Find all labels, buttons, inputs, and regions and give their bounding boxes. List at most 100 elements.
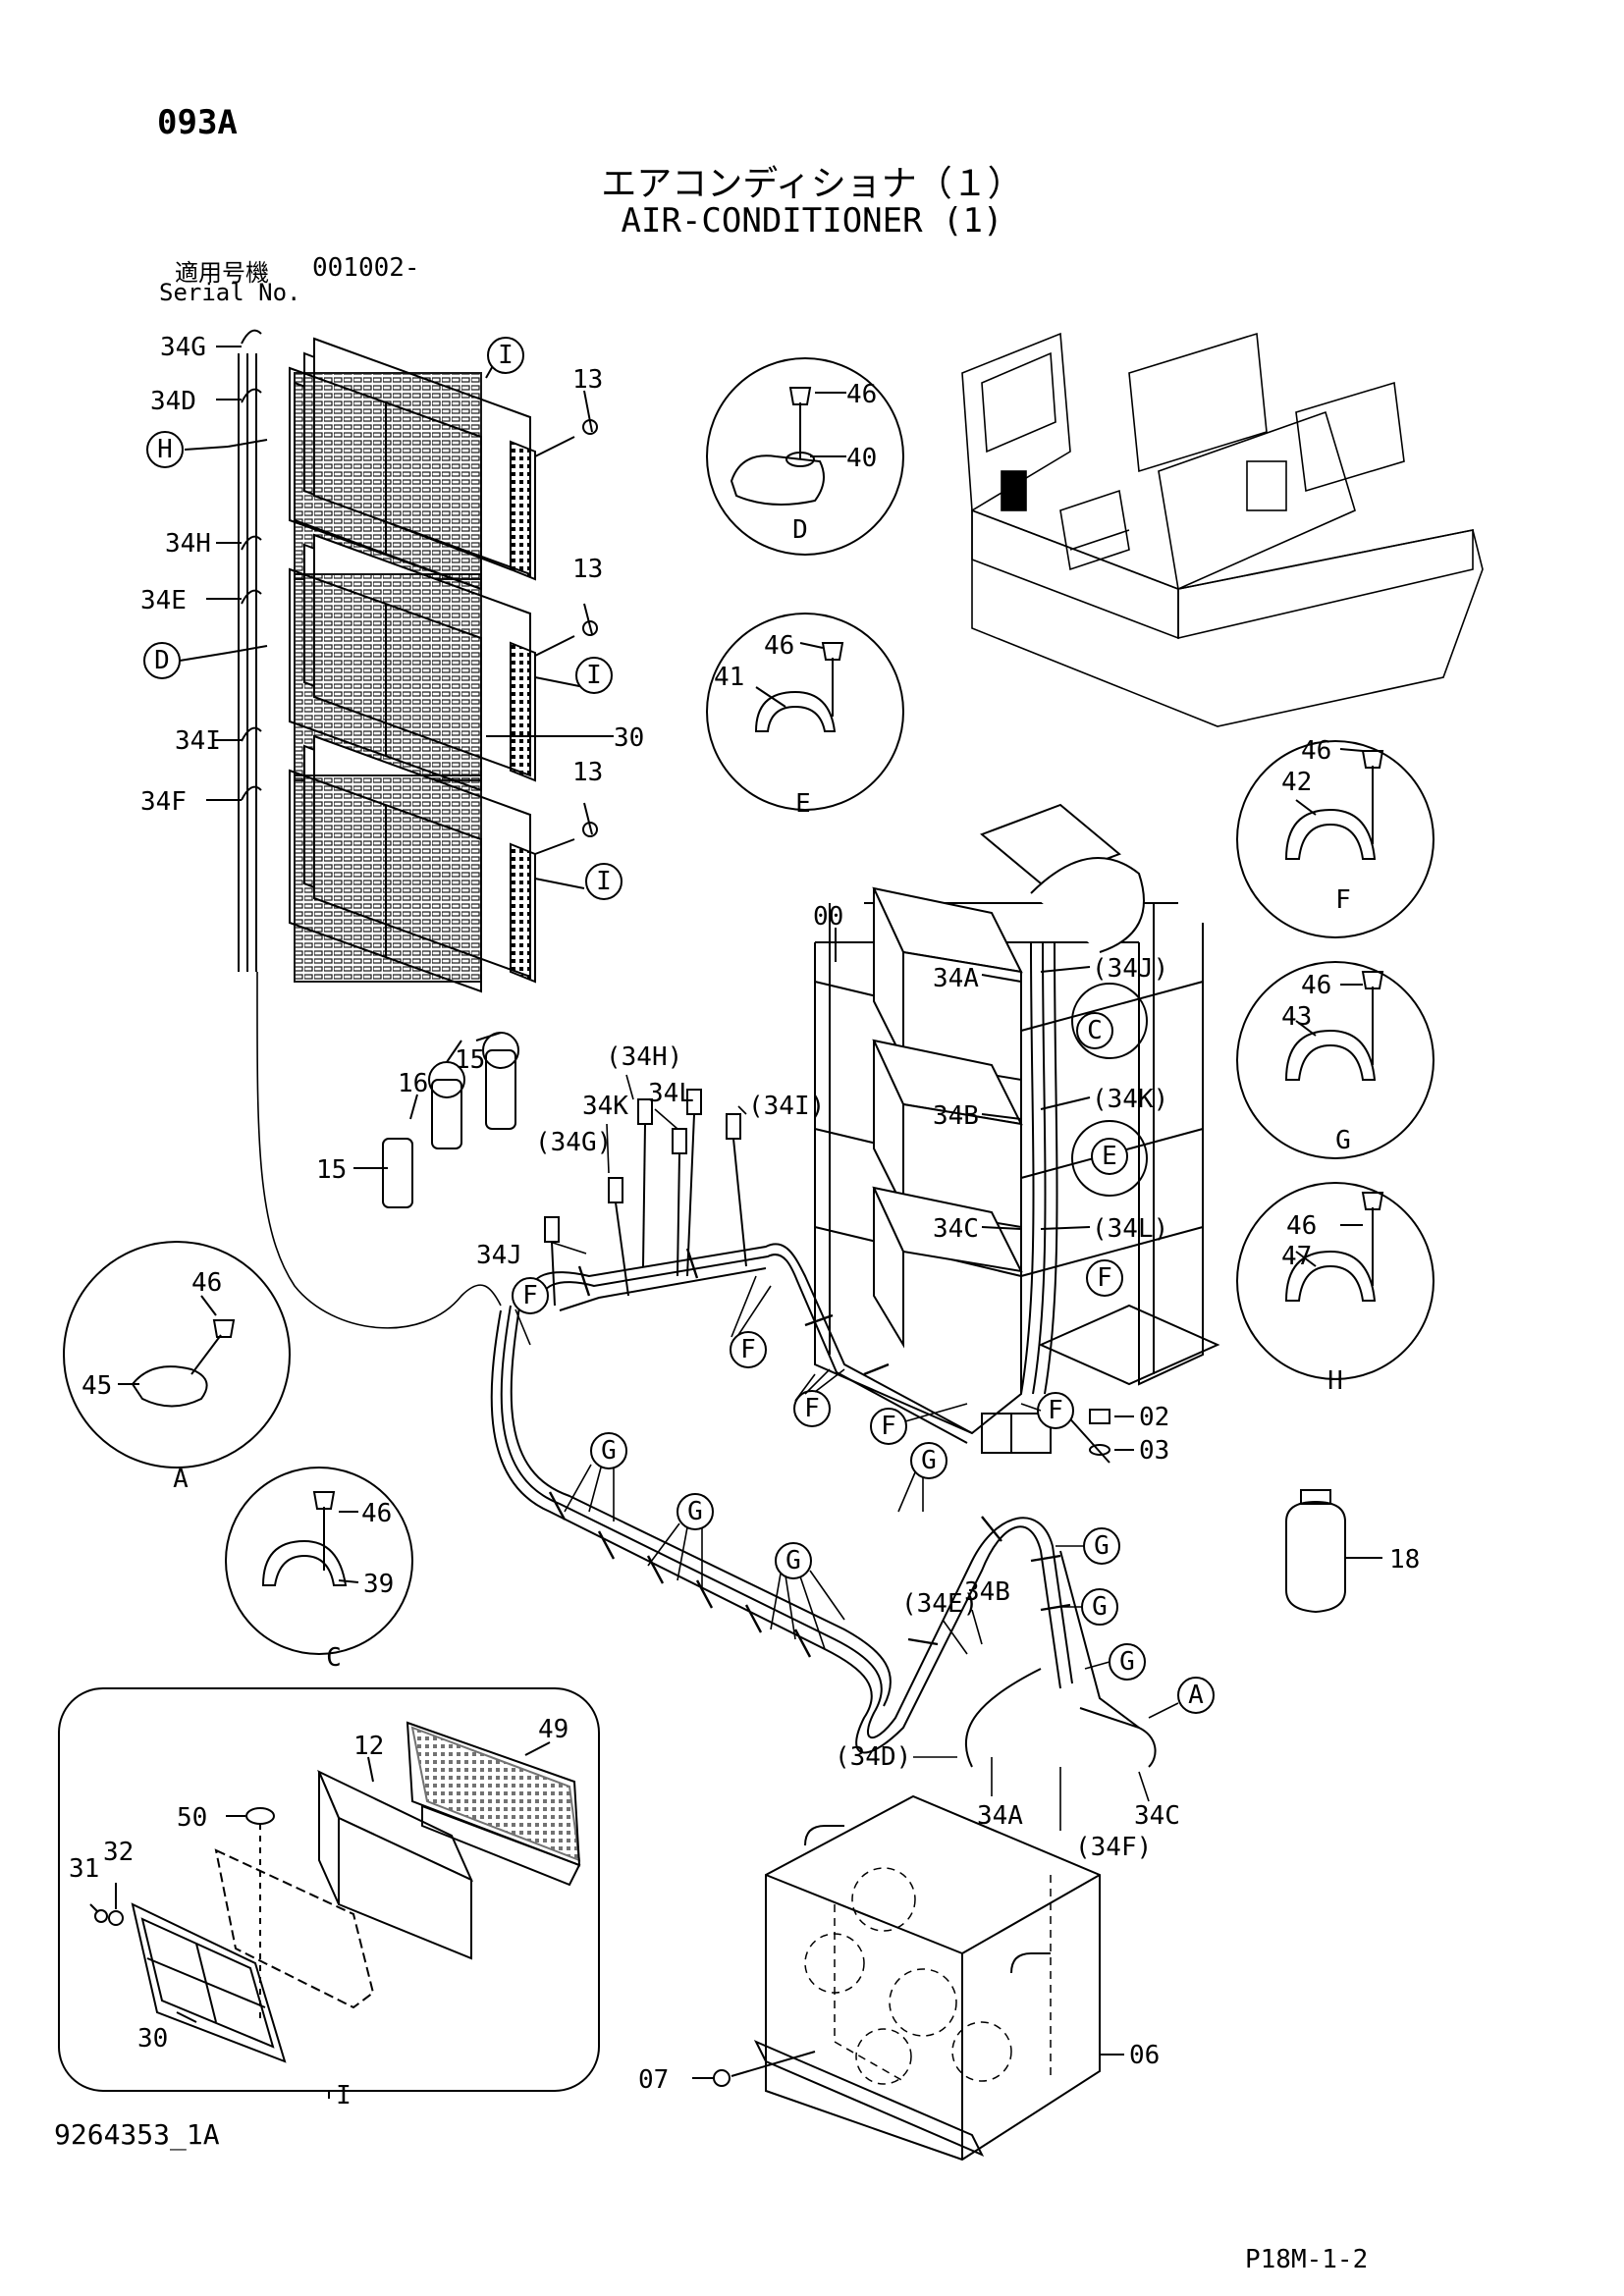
svg-text:F: F [522,1281,538,1310]
callout-34k: 34K [582,1092,628,1121]
svg-text:F: F [1048,1396,1063,1425]
marker-i-middle: I [575,657,613,694]
callout-46-c: 46 [361,1499,392,1528]
callout-34j: 34J [476,1241,522,1270]
callout-34a-unit: 34A [933,964,979,993]
callout-42: 42 [1281,768,1312,797]
filter-assembly [89,1721,581,2063]
callout-30-filter: 30 [137,2024,168,2054]
callout-45: 45 [81,1371,112,1401]
callout-34j-paren: (34J) [1092,954,1168,984]
svg-text:D: D [154,646,170,675]
marker-f-unit: F [1086,1259,1123,1297]
callout-34a-hose: 34A [977,1801,1023,1831]
callout-34c-unit: 34C [933,1214,979,1244]
callout-34h-paren: (34H) [606,1042,682,1072]
callout-34e: 34E [140,586,187,615]
marker-h-left: H [146,431,184,468]
svg-text:G: G [1094,1531,1110,1561]
callout-34i: 34I [175,726,221,756]
marker-g-3: G [775,1542,812,1579]
svg-text:C: C [1087,1016,1103,1045]
marker-i-bottom: I [585,863,623,900]
callout-13-bottom: 13 [572,758,603,787]
detail-view-a-circle [63,1241,291,1468]
callout-34e-paren: (34E) [901,1589,978,1619]
marker-f-5: F [1037,1392,1074,1429]
callout-34d: 34D [150,387,196,416]
svg-text:I: I [498,341,514,370]
page-code: 093A [157,103,238,142]
duct-box [692,1794,1124,2162]
callout-34k-paren: (34K) [1092,1085,1168,1114]
marker-g-4: G [910,1442,947,1479]
svg-text:G: G [1119,1647,1135,1677]
marker-g-1: G [590,1432,627,1469]
callout-34d-paren: (34D) [835,1742,911,1772]
svg-text:G: G [785,1546,801,1575]
callout-46-f: 46 [1301,736,1331,766]
detail-label-g: G [1335,1126,1351,1155]
marker-f-4: F [870,1408,907,1445]
marker-g-5: G [1083,1527,1120,1565]
detail-view-d-circle [706,357,904,556]
svg-text:G: G [687,1497,703,1526]
receiver-drier [1285,1489,1382,1614]
marker-g-6: G [1081,1588,1118,1626]
svg-text:G: G [921,1446,937,1475]
callout-13-middle: 13 [572,555,603,584]
detail-label-a: A [173,1465,189,1494]
marker-f-2: F [730,1331,767,1368]
callout-12: 12 [353,1732,384,1761]
callout-18: 18 [1389,1545,1420,1575]
svg-text:G: G [1092,1592,1108,1622]
louver-panel-top [289,337,536,591]
callout-16: 16 [398,1069,428,1098]
serial-label-english: Serial No. [159,279,301,306]
callout-34l-paren: (34L) [1092,1214,1168,1244]
callout-46-g: 46 [1301,971,1331,1000]
detail-label-c: C [326,1643,342,1673]
callout-02: 02 [1139,1403,1169,1432]
marker-g-7: G [1109,1643,1146,1681]
svg-text:F: F [881,1412,896,1441]
callout-43: 43 [1281,1002,1312,1032]
hose-bundle-left [227,329,502,1329]
page-title-japanese: エアコンディショナ（１） [601,164,1023,204]
callout-32: 32 [103,1838,134,1867]
svg-text:F: F [1097,1263,1112,1293]
callout-06: 06 [1129,2041,1160,2070]
louver-panel-bottom [289,734,536,993]
callout-07: 07 [638,2065,669,2095]
detail-view-e-circle [706,613,904,811]
callout-34b-unit: 34B [933,1101,979,1131]
marker-i-top: I [487,337,524,374]
sheet-reference: P18M-1-2 [1245,2245,1369,2274]
document-number: 9264353_1A [54,2118,220,2151]
callout-00: 00 [813,902,843,932]
callout-34b-hose: 34B [964,1577,1010,1607]
callout-47: 47 [1281,1242,1312,1271]
svg-text:H: H [157,435,173,464]
serial-label-japanese: 適用号機 [175,259,269,287]
callout-34c-hose: 34C [1134,1801,1180,1831]
callout-34i-paren: (34I) [748,1092,825,1121]
callout-30-panel: 30 [614,723,644,753]
callout-15-top: 15 [455,1045,485,1075]
pressure-switches [353,1032,519,1208]
svg-text:E: E [1102,1142,1117,1171]
callout-46-e: 46 [764,631,794,661]
svg-text:F: F [804,1394,820,1423]
detail-label-h: H [1327,1366,1343,1396]
marker-e-unit: E [1091,1138,1128,1175]
callout-34g: 34G [160,333,206,362]
callout-34h: 34H [165,529,211,559]
callout-49: 49 [538,1715,568,1744]
detail-view-g-circle [1236,961,1435,1159]
callout-34l: 34L [648,1079,694,1108]
marker-a-hose: A [1177,1677,1215,1714]
marker-f-1: F [512,1277,549,1314]
callout-34f: 34F [140,787,187,817]
callout-41: 41 [714,663,744,692]
marker-f-3: F [793,1390,831,1427]
